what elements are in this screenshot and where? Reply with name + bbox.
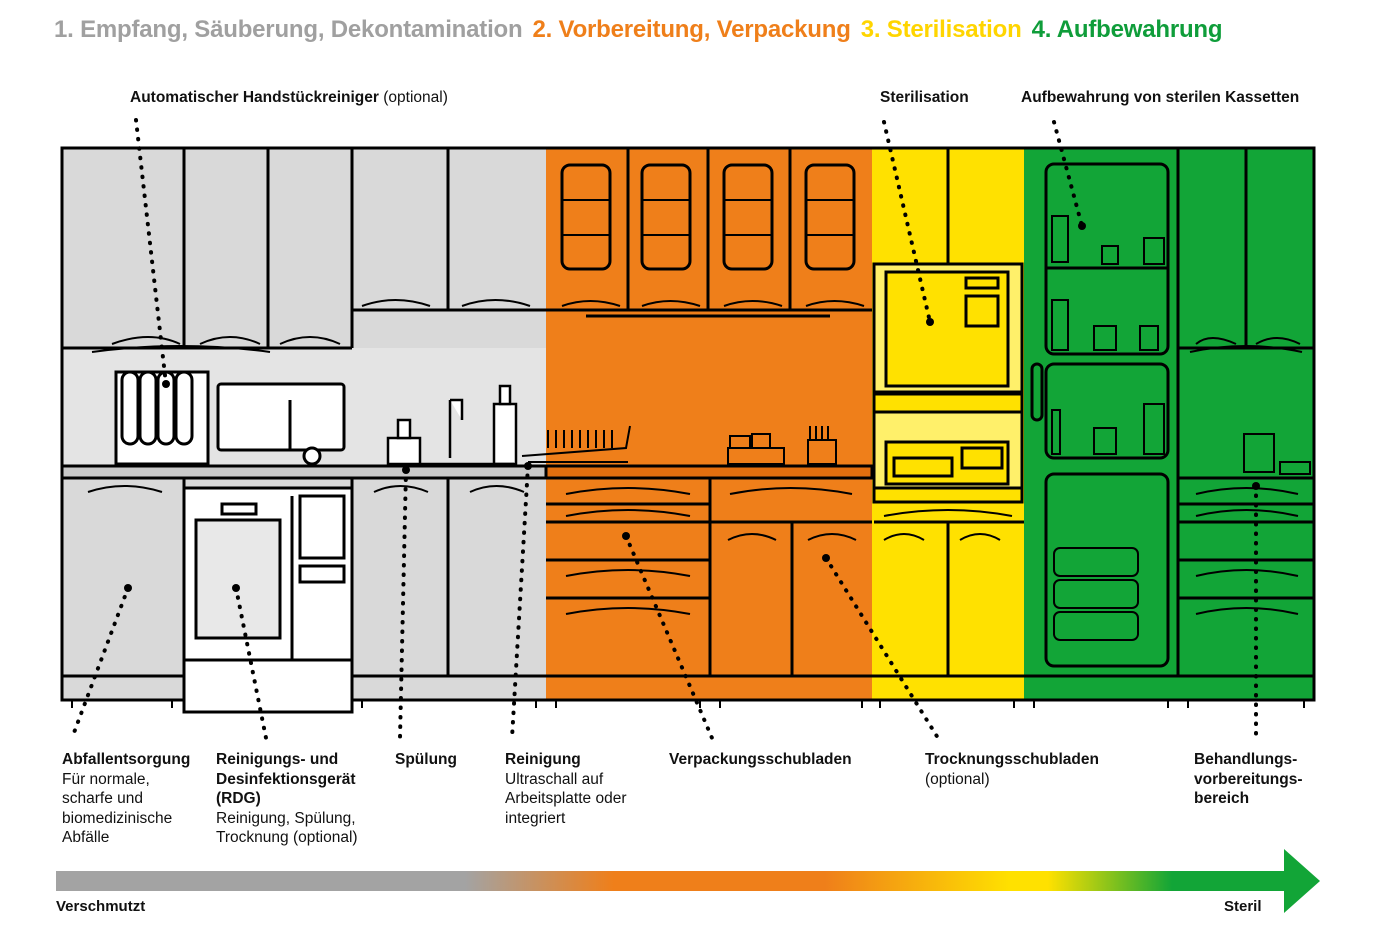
handpiece-cleaner (114, 370, 210, 466)
label-sterilisation-title: Sterilisation (880, 89, 969, 106)
upper-handles (91, 299, 865, 353)
label-reinigung-desc: Ultraschall auf Arbeitsplatte oder integ… (505, 770, 627, 827)
label-reinigung: Reinigung Ultraschall auf Arbeitsplatte … (505, 750, 655, 828)
label-behandlung-line: bereich (1194, 790, 1250, 807)
countertop-unit (216, 382, 346, 466)
lower-handles-green (1189, 337, 1303, 615)
cabinet-feet (71, 700, 1305, 708)
phase-4-label: 4. Aufbewahrung (1031, 16, 1223, 43)
counter-containers (727, 426, 837, 465)
leader-sterilisation (882, 120, 932, 324)
label-behandlung-title: Behandlungs-vorbereitungs-bereich (1194, 750, 1306, 809)
label-handstueckreiniger-title: Automatischer Handstückreiniger (130, 89, 379, 106)
lower-handles-gray (87, 485, 525, 493)
label-abfallentsorgung: Abfallentsorgung Für normale, scharfe un… (62, 750, 202, 848)
leader-reinigung (510, 464, 530, 740)
label-reinigung-title: Reinigung (505, 751, 581, 768)
lower-cabinets-gray (62, 478, 1314, 714)
countertop (60, 464, 874, 480)
label-abfall-desc: Für normale, scharfe und biomedizinische… (62, 770, 173, 847)
label-aufbewahrung-title: Aufbewahrung von sterilen Kassetten (1021, 89, 1300, 106)
label-behandlung-line: vorbereitungs- (1194, 770, 1303, 788)
phase-2-label: 2. Vorbereitung, Verpackung (532, 16, 851, 43)
label-spuelung: Spülung (395, 750, 457, 770)
label-behandlungsbereich: Behandlungs-vorbereitungs-bereich (1194, 750, 1306, 809)
label-verpackung-title: Verpackungsschubladen (669, 751, 852, 768)
label-spuelung-title: Spülung (395, 751, 457, 768)
contamination-gradient-bar (56, 871, 1296, 891)
leader-spuelung (398, 468, 408, 740)
label-aufbewahrung: Aufbewahrung von sterilen Kassetten (1021, 88, 1299, 108)
scale-label-left: Verschmutzt (56, 898, 146, 915)
label-abfall-title: Abfallentsorgung (62, 751, 191, 768)
label-handstueckreiniger: Automatischer Handstückreiniger (optiona… (130, 88, 448, 108)
label-behandlung-line: Behandlungs- (1194, 751, 1298, 768)
lower-handles-orange (565, 487, 857, 615)
lower-handles-yellow (883, 509, 1013, 541)
ultrasonic-basket (521, 425, 631, 463)
leader-handstueck (134, 118, 168, 386)
upper-cabinets-orange (546, 148, 872, 312)
label-trocknung-desc: (optional) (925, 770, 990, 788)
arrow-right-icon (1284, 849, 1320, 913)
leader-lines (70, 118, 1258, 740)
label-handstueckreiniger-optional: (optional) (383, 89, 448, 106)
label-rdg-title: Reinigungs- und Desinfektionsgerät (RDG) (216, 751, 356, 807)
room-outline (60, 146, 1316, 702)
label-rdg-desc: Reinigung, Spülung, Trocknung (optional) (216, 809, 358, 847)
stored-cassettes (1051, 215, 1311, 641)
leader-verpackung (624, 534, 714, 740)
sink-area (386, 384, 518, 466)
leader-trocknung (824, 556, 940, 740)
upper-cabinets-gray (62, 148, 546, 350)
phase-3-label: 3. Sterilisation (860, 16, 1022, 43)
phase-1-label: 1. Empfang, Säuberung, Dekontamination (54, 16, 523, 43)
leader-aufbewahrung (1052, 120, 1084, 228)
label-verpackungsschubladen: Verpackungsschubladen (669, 750, 852, 770)
lower-cabinets-orange (546, 478, 872, 676)
leader-rdg (234, 586, 268, 740)
scale-label-right: Steril (1224, 898, 1262, 915)
storage-cabinets-green (1030, 148, 1314, 676)
leader-abfall (70, 586, 130, 740)
phase-title: 1. Empfang, Säuberung, Dekontamination 2.… (54, 16, 1232, 44)
label-sterilisation: Sterilisation (880, 88, 969, 108)
label-rdg: Reinigungs- und Desinfektionsgerät (RDG)… (216, 750, 386, 848)
leader-dots (124, 222, 1260, 592)
sterilizer-tower (872, 148, 1024, 676)
label-trocknungsschubladen: Trocknungsschubladen (optional) (925, 750, 1099, 789)
label-trocknung-title: Trocknungsschubladen (925, 751, 1099, 768)
